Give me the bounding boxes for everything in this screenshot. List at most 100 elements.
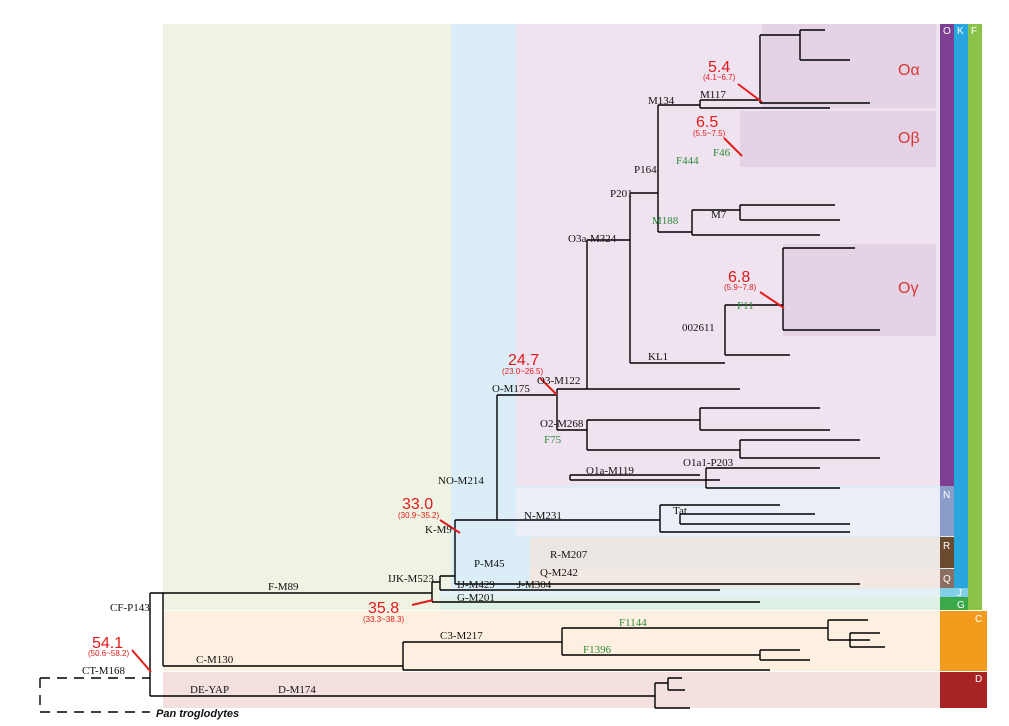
- date-tick-247: [539, 377, 558, 396]
- band-n: [516, 488, 941, 536]
- node-m7: M7: [711, 209, 727, 221]
- hap-label-c: C: [975, 614, 982, 625]
- node-j-m304: J-M304: [517, 579, 552, 591]
- date-tick-65: [723, 137, 743, 157]
- band-c: [163, 611, 953, 671]
- haplogroup-bar-labels: O K F N R Q J G C D: [943, 26, 982, 685]
- node-kl1: KL1: [648, 351, 668, 363]
- band-q: [530, 570, 941, 588]
- haplogroup-bars: [940, 24, 987, 708]
- date-65-value: 6.5: [696, 114, 718, 131]
- date-54-value: 5.4: [708, 59, 730, 76]
- date-247-value: 24.7: [508, 352, 539, 369]
- outgroup-branch: [39, 677, 150, 713]
- bar-r: [940, 537, 954, 568]
- hap-label-j: J: [957, 588, 962, 599]
- bar-j: [940, 588, 968, 597]
- node-o2-m268: O2-M268: [540, 418, 584, 430]
- node-f11: F11: [737, 300, 754, 312]
- node-labels: CF-P143 CT-M168 F-M89 C-M130 C3-M217 DE-…: [82, 89, 734, 696]
- node-r-m207: R-M207: [550, 549, 588, 561]
- date-tick-54: [737, 83, 763, 103]
- node-no-m214: NO-M214: [438, 475, 484, 487]
- date-65-range: (5.5~7.5): [693, 129, 726, 138]
- node-n-m231: N-M231: [524, 510, 562, 522]
- hap-label-f: F: [971, 26, 977, 37]
- date-tick-358: [411, 599, 434, 606]
- node-o1a-m119: O1a-M119: [586, 465, 634, 477]
- band-d: [163, 672, 953, 708]
- node-f-m89: F-M89: [268, 581, 299, 593]
- tree-branches: [149, 29, 885, 709]
- hap-label-q: Q: [943, 574, 951, 585]
- date-330-value: 33.0: [402, 496, 433, 513]
- band-ob: [740, 111, 936, 167]
- node-m188: M188: [652, 215, 679, 227]
- node-p201: P201: [610, 188, 633, 200]
- date-ticks: [131, 83, 785, 673]
- date-tick-68: [759, 291, 785, 309]
- node-c-m130: C-M130: [196, 654, 234, 666]
- hap-label-g: G: [957, 600, 965, 611]
- subclade-oa: Oα: [898, 62, 920, 79]
- node-f444: F444: [676, 155, 699, 167]
- hap-label-n: N: [943, 490, 950, 501]
- node-tat: Tat: [673, 505, 687, 517]
- subclade-labels: Oα Oβ Oγ: [898, 62, 920, 297]
- node-p164: P164: [634, 164, 657, 176]
- hap-label-o: O: [943, 26, 951, 37]
- node-o1a1-p203: O1a1-P203: [683, 457, 734, 469]
- subclade-og: Oγ: [898, 280, 918, 297]
- date-330-range: (30.9~35.2): [398, 511, 439, 520]
- band-r: [530, 537, 941, 570]
- node-m117: M117: [700, 89, 726, 101]
- band-og: [783, 244, 936, 336]
- date-68-range: (5.9~7.8): [724, 283, 757, 292]
- node-f1396: F1396: [583, 644, 612, 656]
- band-j: [440, 589, 957, 597]
- node-c3-m217: C3-M217: [440, 630, 483, 642]
- date-358-value: 35.8: [368, 600, 399, 617]
- subclade-ob: Oβ: [898, 130, 920, 147]
- date-68-value: 6.8: [728, 269, 750, 286]
- node-f75: F75: [544, 434, 562, 446]
- outgroup-pan-troglodytes: Pan troglodytes: [156, 708, 239, 720]
- node-o-m175: O-M175: [492, 383, 530, 395]
- node-de-yap: DE-YAP: [190, 684, 229, 696]
- node-ct-m168: CT-M168: [82, 665, 125, 677]
- node-002611: 002611: [682, 322, 715, 334]
- node-o3-m122: O3-M122: [537, 375, 580, 387]
- bar-c: [940, 611, 987, 671]
- bar-f: [968, 24, 982, 610]
- hap-label-d: D: [975, 674, 982, 685]
- node-f46: F46: [713, 147, 731, 159]
- node-q-m242: Q-M242: [540, 567, 578, 579]
- bar-q: [940, 569, 954, 588]
- bar-o: [940, 24, 954, 486]
- node-ij-m429: IJ-M429: [457, 579, 495, 591]
- band-oa: [762, 24, 936, 108]
- node-g-m201: G-M201: [457, 592, 495, 604]
- node-k-m9: K-M9: [425, 524, 452, 536]
- date-541-value: 54.1: [92, 635, 123, 652]
- bar-d: [940, 672, 987, 708]
- date-tick-541: [131, 649, 152, 673]
- green-node-labels: F444 F46 M188 F11 F75 F1144 F1396: [544, 147, 754, 656]
- node-m134: M134: [648, 95, 675, 107]
- band-g: [440, 597, 957, 610]
- date-tick-330: [439, 519, 461, 534]
- hap-label-k: K: [957, 26, 964, 37]
- date-54-range: (4.1~6.7): [703, 73, 736, 82]
- clade-backgrounds: [163, 24, 957, 708]
- node-d-m174: D-M174: [278, 684, 316, 696]
- node-ijk-m523: IJK-M523: [388, 573, 434, 585]
- node-p-m45: P-M45: [474, 558, 505, 570]
- bar-g: [940, 597, 968, 610]
- hap-label-r: R: [943, 541, 950, 552]
- date-358-range: (33.3~38.3): [363, 615, 404, 624]
- date-541-range: (50.6~58.2): [88, 649, 129, 658]
- node-cf-p143: CF-P143: [110, 602, 150, 614]
- node-f1144: F1144: [619, 617, 647, 629]
- bar-k: [954, 24, 968, 588]
